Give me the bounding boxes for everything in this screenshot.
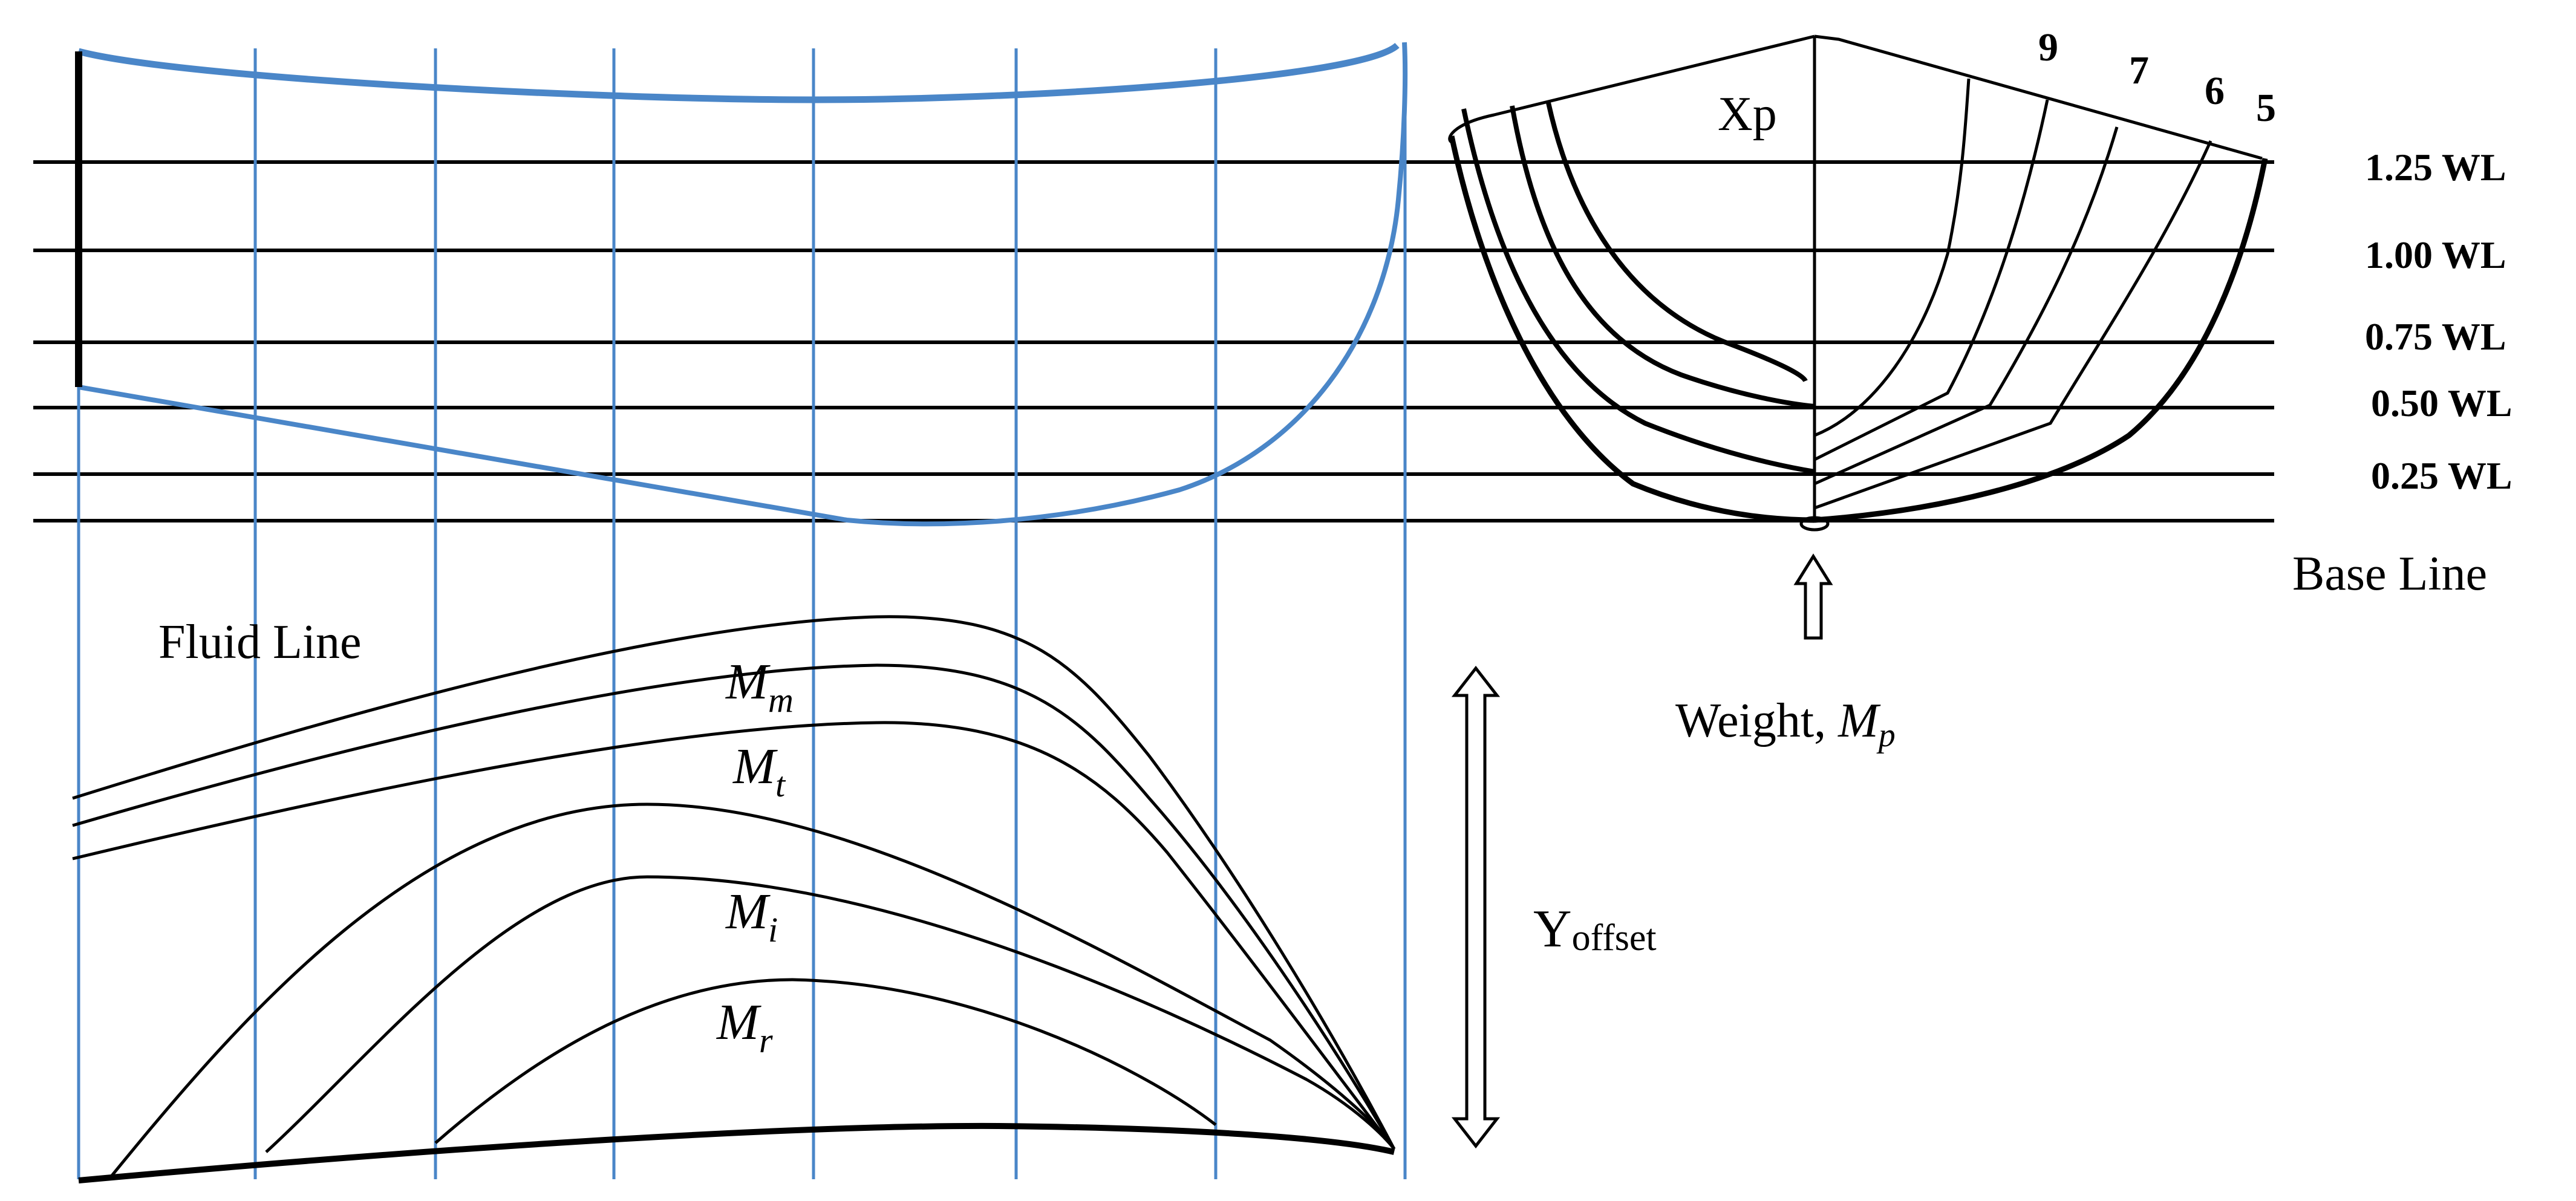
frame-right-7 xyxy=(1813,99,2049,461)
label-m-t-sub: t xyxy=(775,765,786,804)
station-label-5: 5 xyxy=(2256,86,2276,130)
frame-left-2 xyxy=(1461,108,1815,474)
curve-m-m xyxy=(72,663,1396,1150)
offset-double-arrow-icon xyxy=(1451,665,1501,1149)
label-m-i-symbol: M xyxy=(725,884,771,940)
frame-left-4 xyxy=(1546,102,1808,383)
label-m-m-symbol: M xyxy=(725,654,771,710)
body-plan xyxy=(1448,34,2268,532)
label-m-r-sub: r xyxy=(759,1021,773,1060)
offset-label-main: Y xyxy=(1533,900,1572,959)
weight-label-sub: p xyxy=(1876,717,1896,754)
offset-label: Yoffset xyxy=(1533,900,1657,959)
frame-right-6 xyxy=(1813,126,2119,486)
waterline-label-0-25: 0.25 WL xyxy=(2371,454,2512,497)
offset-label-sub: offset xyxy=(1572,917,1657,959)
weight-label-symbol: M xyxy=(1837,694,1881,747)
xp-label: Xp xyxy=(1718,88,1777,141)
weight-point xyxy=(1799,516,1830,532)
waterline-label-0-50: 0.50 WL xyxy=(2371,382,2512,425)
frame-right-5 xyxy=(1814,140,2212,510)
hull-bottom-curve xyxy=(78,1122,1395,1183)
weight-label-text: Weight, xyxy=(1675,694,1838,747)
fluid-line-label: Fluid Line xyxy=(158,616,362,669)
frame-outer-right xyxy=(1814,158,2268,523)
label-m-t-symbol: M xyxy=(732,738,778,795)
station-label-7: 7 xyxy=(2129,48,2149,93)
label-m-t: Mt xyxy=(732,738,786,804)
frame-outer-left xyxy=(1449,135,1815,523)
label-m-i-sub: i xyxy=(768,910,778,949)
station-lines xyxy=(77,42,1407,1179)
base-line-label: Base Line xyxy=(2292,547,2487,600)
label-m-m-sub: m xyxy=(768,680,794,720)
label-m-i: Mi xyxy=(725,884,778,949)
curve-m-i xyxy=(108,802,1396,1180)
hull-deck-line xyxy=(77,42,1400,103)
waterline-label-0-75: 0.75 WL xyxy=(2365,315,2506,358)
label-m-m: Mm xyxy=(725,654,794,720)
label-m-r: Mr xyxy=(716,994,773,1060)
station-label-9: 9 xyxy=(2038,25,2058,70)
station-label-6: 6 xyxy=(2205,69,2225,113)
frame-left-3 xyxy=(1510,105,1815,409)
hull-profile xyxy=(75,42,1408,527)
fluid-line-upper xyxy=(72,615,1396,1150)
waterline-grid xyxy=(33,160,2274,522)
waterline-label-1-00: 1.00 WL xyxy=(2365,233,2506,276)
curve-m-p xyxy=(434,978,1217,1144)
label-m-r-symbol: M xyxy=(716,994,761,1050)
curve-m-r xyxy=(265,875,1395,1153)
mass-curves xyxy=(72,615,1396,1183)
frame-right-9 xyxy=(1814,78,1971,437)
waterline-label-1-25: 1.25 WL xyxy=(2365,146,2506,189)
curve-m-t xyxy=(72,721,1395,1150)
weight-label: Weight, Mp xyxy=(1675,694,1896,754)
hull-keel-line xyxy=(78,42,1408,527)
body-plan-sheer-line xyxy=(1814,34,2263,160)
weight-arrow-icon xyxy=(1793,553,1833,640)
xp-label-text: Xp xyxy=(1718,88,1777,141)
